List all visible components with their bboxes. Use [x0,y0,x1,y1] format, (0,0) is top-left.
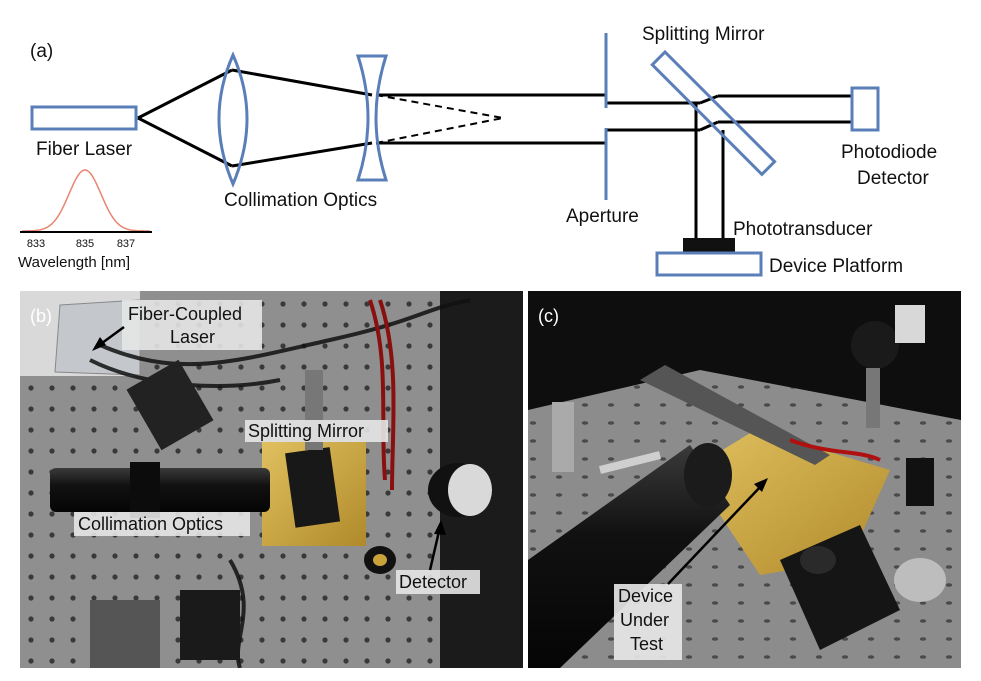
spectrum-xlabel: Wavelength [nm] [18,254,130,271]
photodiode-label-1: Photodiode [841,142,937,163]
panel-b-tag: (b) [30,306,52,326]
photodiode-label-2: Detector [857,168,929,189]
splitting-mirror-element [650,49,777,177]
panel-a-tag: (a) [30,41,53,62]
fiber-laser-label: Fiber Laser [36,139,133,160]
panel-b-photo: (b) Fiber-Coupled Laser Splitting Mirror… [20,291,523,668]
fiber-coupled-laser-label-1: Fiber-Coupled [128,304,242,324]
fiber-laser-box [30,105,138,131]
collimation-optics-label: Collimation Optics [224,190,377,211]
panel-c-tag: (c) [538,306,559,326]
spectrum-tick-833: 833 [27,238,45,250]
beam-lines [137,68,851,240]
aperture-label: Aperture [566,206,639,227]
phototransducer-block [683,238,735,252]
device-platform-box [655,251,763,277]
dut-label-1: Device [618,586,673,606]
dut-label-2: Under [620,610,669,630]
device-platform-label: Device Platform [769,256,903,277]
spectrum-curve [22,169,150,232]
panel-a-schematic: (a) Fiber Laser Collim [18,24,937,277]
photodiode-box [850,86,880,132]
spectrum-inset: 833 835 837 Wavelength [nm] [18,169,152,271]
convex-lens [217,51,249,188]
dut-arrow [667,484,763,585]
phototransducer-label: Phototransducer [733,219,873,240]
dut-label-3: Test [630,634,663,654]
concave-lens [355,54,389,182]
detector-photo-label: Detector [399,572,467,592]
collimation-optics-photo-label: Collimation Optics [78,514,223,534]
spectrum-tick-835: 835 [76,238,94,250]
fiber-coupled-laser-label-2: Laser [170,327,215,347]
virtual-focus-lines [375,94,504,144]
panel-c-photo: (c) Device Under Test [528,291,961,668]
splitting-mirror-label: Splitting Mirror [642,24,765,45]
collimation-tube-c [528,445,730,668]
spectrum-tick-837: 837 [117,238,135,250]
splitting-mirror-photo-label: Splitting Mirror [248,421,364,441]
